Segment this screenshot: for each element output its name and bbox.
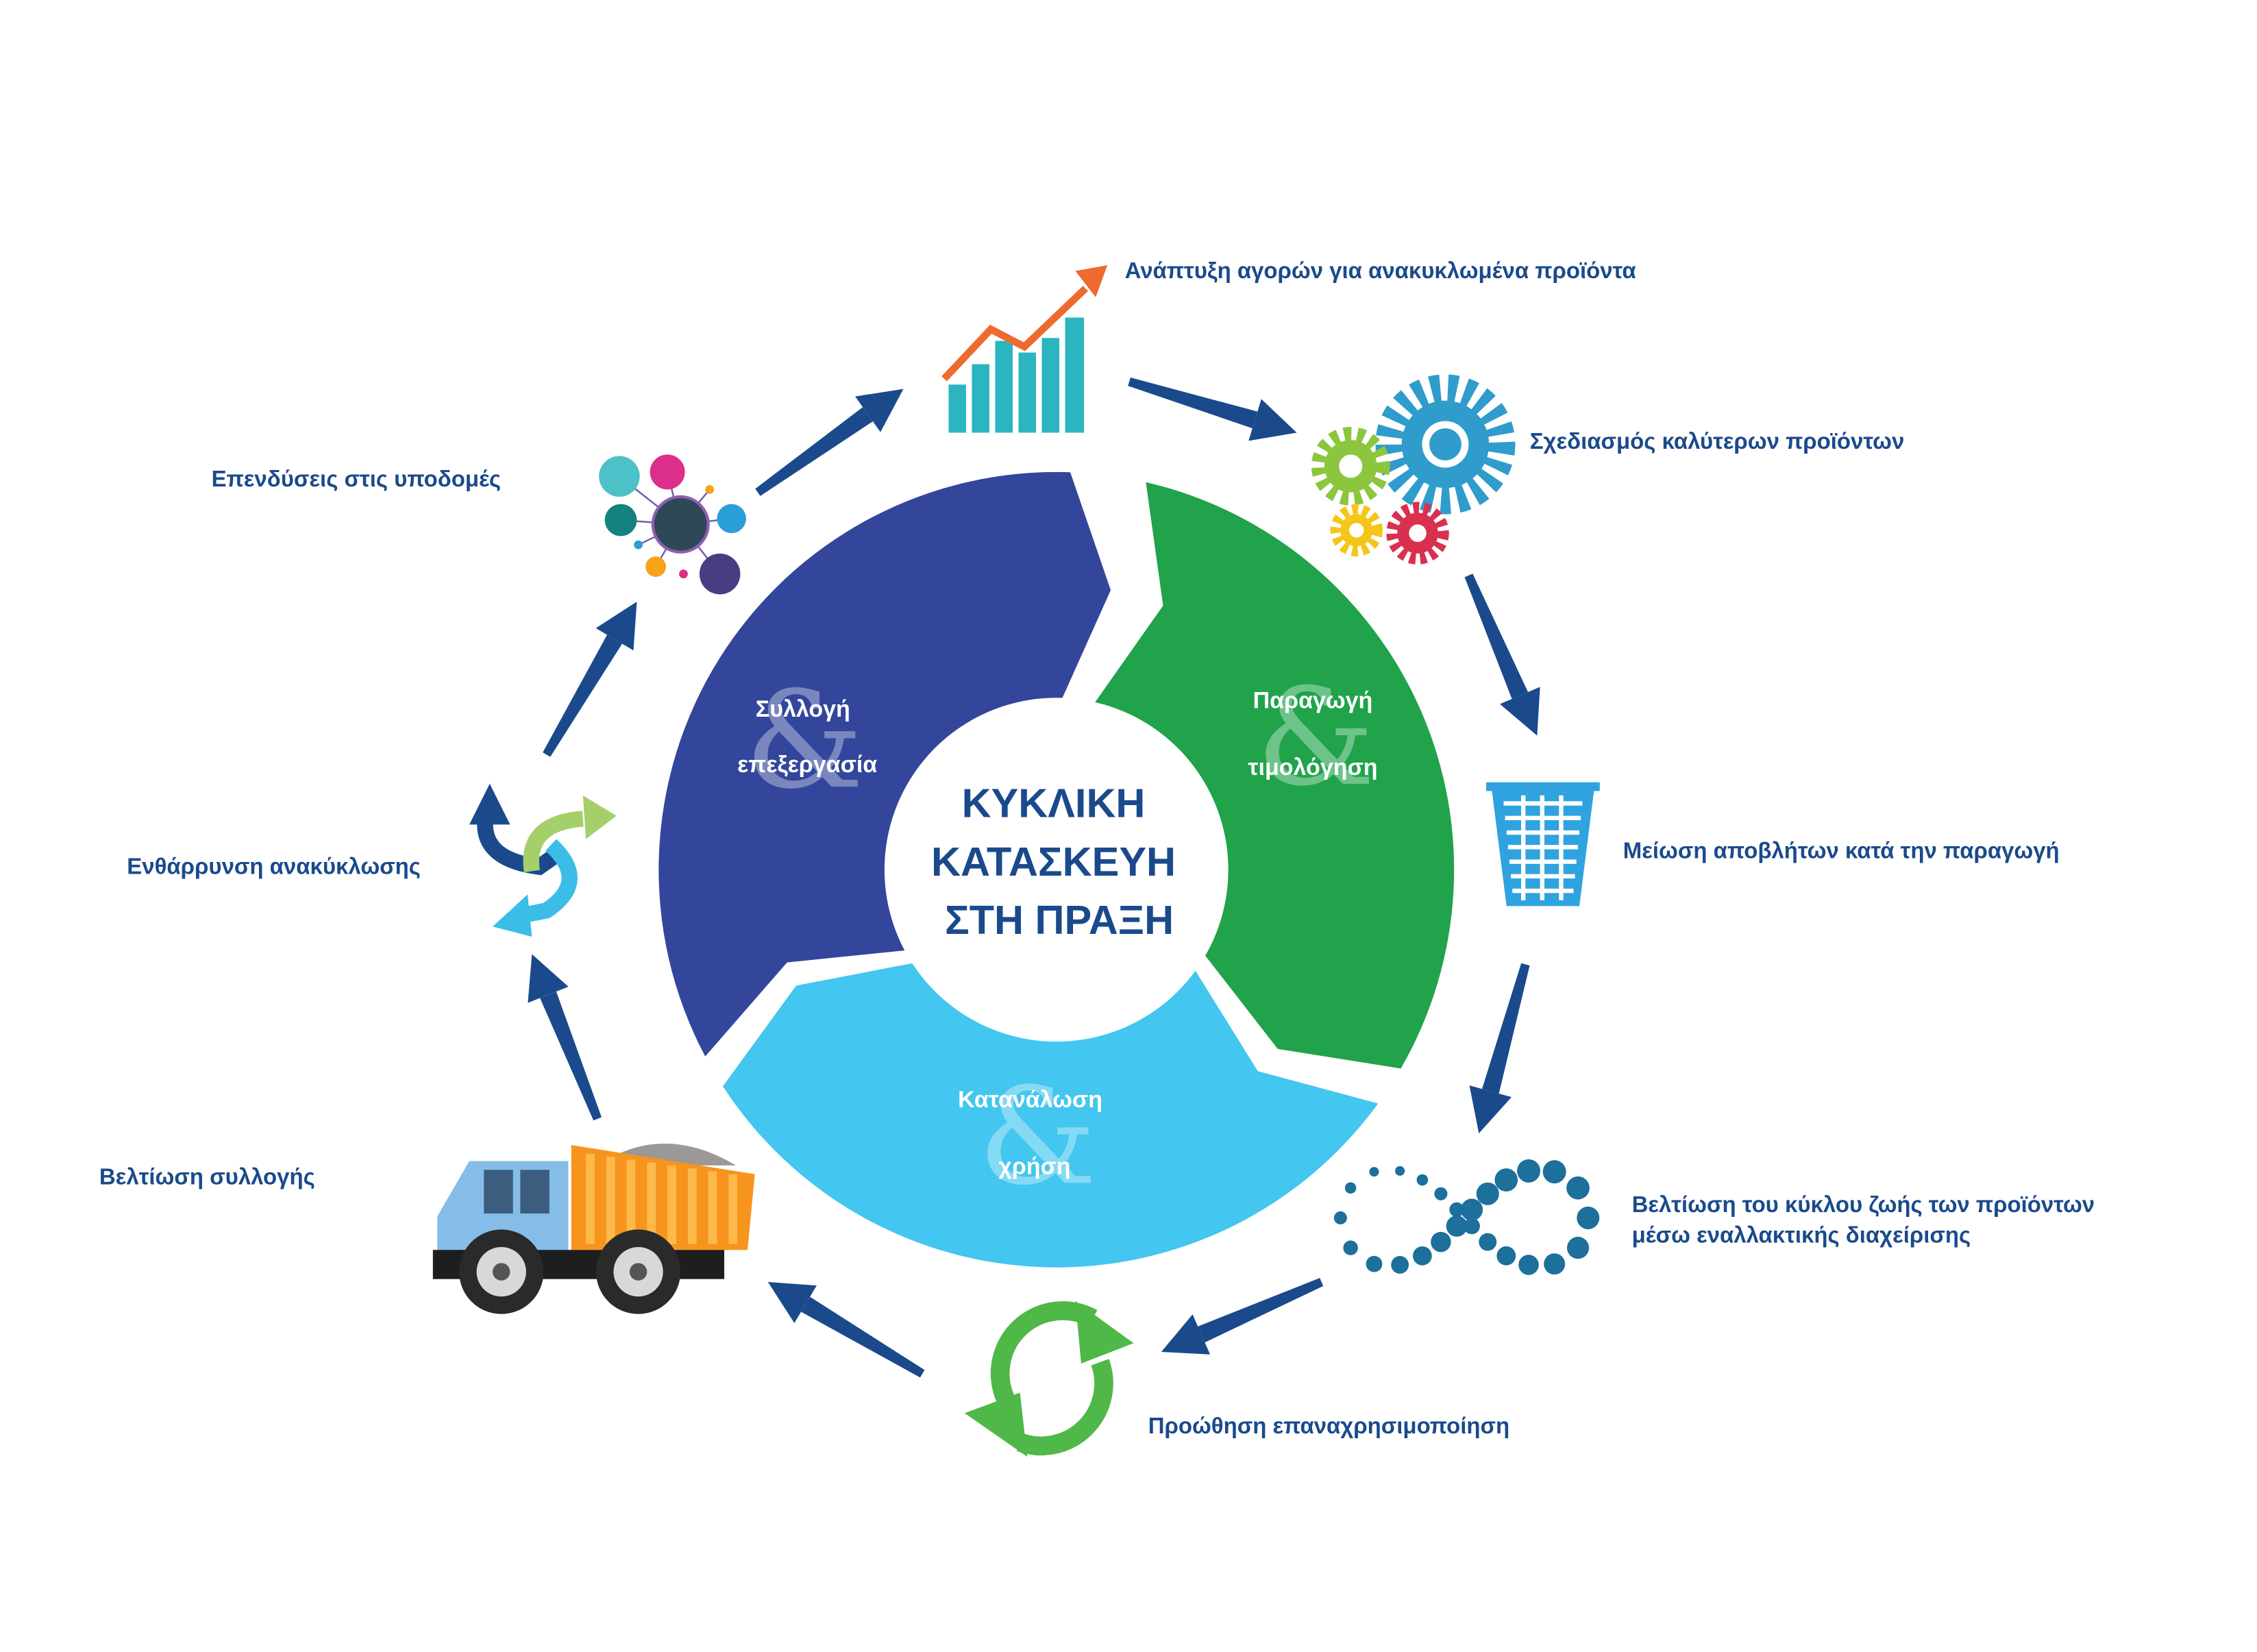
step-label-design: Σχεδιασμός καλύτερων προϊόντων [1530,428,1905,454]
infinity-dot [1566,1237,1590,1259]
cycle-ring [658,471,1455,1268]
infinity-dot [1577,1206,1600,1229]
infinity-dot [1366,1255,1383,1272]
segment-collection [658,471,1111,1057]
step-label-recycling: Ενθάρρυνση ανακύκλωσης [127,854,421,879]
segment-consumption [722,963,1379,1268]
infinity-dot [1494,1168,1518,1192]
infinity-dot [1369,1167,1379,1177]
gears-icon [1311,374,1516,565]
step-label-collection: Βελτίωση συλλογής [99,1164,315,1189]
center-title-line-2: ΚΑΤΑΣΚΕΥΗ [931,839,1176,885]
flow-arrow [1464,574,1540,736]
dump-truck-icon [432,1143,755,1314]
segment-label-line-1: Κατανάλωση [958,1087,1102,1113]
infinity-dot [1518,1255,1539,1275]
step-label-infrastructure: Επενδύσεις στις υποδομές [212,466,501,491]
waste-basket-icon [1485,782,1600,907]
infinity-dot [1544,1253,1566,1275]
center-title-line-1: ΚΥΚΛΙΚΗ [962,780,1146,826]
flow-arrow [755,389,904,496]
step-label-markets: Ανάπτυξη αγορών για ανακυκλωμένα προϊόντ… [1125,258,1636,283]
flow-arrow [528,954,602,1121]
step-label-waste-reduction: Μείωση αποβλήτων κατά την παραγωγή [1623,837,2060,863]
infinity-dot [1476,1182,1499,1205]
segment-production-label: & Παραγωγή τιμολόγηση [1248,660,1377,816]
infinity-dot [1496,1246,1516,1266]
infinity-dot [1395,1166,1405,1176]
infinity-dots-icon [1333,1159,1600,1275]
infinity-dot [1333,1211,1347,1224]
flow-arrow [1161,1278,1324,1355]
infinity-dot [1343,1240,1358,1255]
step-label-reuse: Προώθηση επαναχρησιμοποίηση [1148,1413,1509,1438]
infinity-dot [1542,1160,1566,1184]
flow-arrow [543,602,637,757]
center-title: ΚΥΚΛΙΚΗ ΚΑΤΑΣΚΕΥΗ ΣΤΗ ΠΡΑΞΗ [931,780,1176,943]
infinity-dot [1412,1246,1432,1266]
infinity-dot [1566,1176,1590,1200]
center-title-line-3: ΣΤΗ ΠΡΑΞΗ [945,897,1174,943]
segment-collection-label: & Συλλογή επεξεργασία [737,663,877,819]
ampersand-watermark: & [745,663,864,819]
recycle-arrows-icon [469,783,617,937]
infinity-dot [1391,1256,1409,1274]
infinity-dot [1460,1198,1483,1221]
infinity-dot [1434,1187,1448,1200]
segment-label-line-2: επεξεργασία [737,752,877,778]
segment-label-line-2: χρήση [998,1154,1070,1180]
infinity-dot [1449,1202,1464,1218]
infinity-dot [1344,1182,1357,1194]
ampersand-watermark: & [1256,660,1375,816]
step-label-lifecycle-line-2: μέσω εναλλακτικής διαχείρισης [1632,1222,1971,1248]
segment-label-line-1: Παραγωγή [1253,687,1373,713]
infinity-dot [1416,1174,1429,1186]
segment-production [1095,482,1455,1069]
infinity-dot [1517,1159,1541,1183]
infinity-dot [1464,1218,1480,1235]
flow-arrow [1469,963,1530,1134]
segment-label-line-1: Συλλογή [756,696,850,722]
bar-chart-growth-icon [941,264,1108,433]
network-nodes-icon [599,454,746,595]
flow-arrow [1128,377,1297,441]
segment-label-line-2: τιμολόγηση [1248,754,1377,780]
step-label-lifecycle-line-1: Βελτίωση του κύκλου ζωής των προϊόντων [1632,1192,2095,1217]
segment-consumption-label: & Κατανάλωση χρήση [958,1059,1102,1215]
infinity-dot [1431,1231,1451,1253]
flow-arrows [528,377,1540,1378]
flow-arrow [767,1281,925,1378]
infinity-dot [1479,1233,1497,1251]
infinity-dot [1446,1215,1468,1237]
reuse-cycle-icon [964,1300,1134,1457]
ampersand-watermark: & [978,1059,1097,1215]
